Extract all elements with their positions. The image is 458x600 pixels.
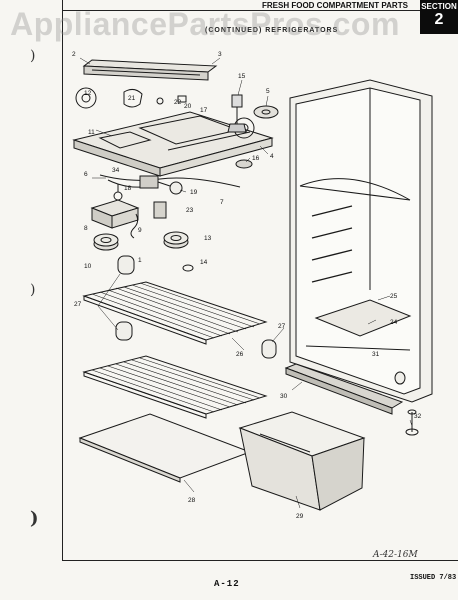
callout-label: 4 — [270, 153, 274, 160]
callout-label: 23 — [186, 207, 194, 214]
part-wire-harness — [99, 174, 241, 188]
callout-label: 31 — [372, 351, 380, 358]
callout-label: 9 — [138, 227, 142, 234]
part-lamp-socket — [75, 87, 187, 109]
callout-label: 17 — [200, 107, 208, 114]
callout-label: 6 — [84, 171, 88, 178]
callout-label: 3 — [218, 51, 222, 58]
callout-label: 27 — [74, 301, 82, 308]
part-shelf-support — [115, 255, 277, 359]
callout-label: 24 — [390, 319, 398, 326]
callout-label: 30 — [280, 393, 288, 400]
part-disc — [235, 159, 253, 169]
callout-label: 21 — [128, 95, 136, 102]
callout-label: 32 — [414, 413, 422, 420]
part-damper — [253, 105, 279, 119]
frame-top-line — [62, 10, 420, 11]
part-ring — [182, 264, 194, 272]
section-label: SECTION — [421, 2, 457, 11]
callout-label: 11 — [88, 129, 95, 136]
part-capillary — [130, 213, 139, 239]
callout-label: 8 — [84, 225, 88, 232]
part-leveling-foot — [405, 409, 419, 436]
callout-label: 18 — [124, 185, 132, 192]
leader-lines — [79, 57, 413, 509]
watermark: AppliancePartsPros.com — [10, 6, 400, 42]
part-top-trim — [82, 59, 218, 81]
part-thermostat-shaft — [227, 94, 247, 133]
callout-label: 34 — [112, 167, 120, 174]
part-wire-shelf-lower — [82, 355, 268, 419]
part-crisper-pan — [238, 411, 366, 511]
part-wire-shelf-upper — [82, 281, 268, 345]
part-control-knob-right — [163, 231, 189, 249]
drawing-code: A-42-16M — [373, 550, 418, 560]
part-relay — [153, 201, 167, 219]
part-light-switch — [139, 175, 183, 195]
callout-label: 7 — [220, 199, 224, 206]
part-thermostat-box — [90, 184, 140, 229]
part-cabinet — [289, 79, 433, 403]
callout-label: 10 — [84, 263, 92, 270]
frame-left-line — [62, 0, 63, 560]
callout-label: 2 — [72, 51, 76, 58]
part-crisper-cover — [78, 413, 252, 483]
part-control-housing — [72, 111, 274, 177]
callout-label: 5 — [266, 88, 270, 95]
part-roller — [394, 371, 406, 385]
callout-label: 12 — [84, 90, 92, 97]
frame-bottom-line — [62, 560, 458, 561]
callout-label: 27 — [278, 323, 286, 330]
callout-label: 19 — [190, 189, 198, 196]
callout-label: 25 — [390, 293, 398, 300]
callout-label: 20 — [184, 103, 192, 110]
section-badge: SECTION 2 — [420, 0, 458, 34]
callout-label: 22 — [174, 99, 182, 106]
page-number: A-12 — [214, 579, 240, 589]
callout-label: 29 — [296, 513, 304, 520]
page-subtitle: (CONTINUED) REFRIGERATORS — [205, 27, 339, 34]
callout-label: 14 — [200, 259, 208, 266]
callout-label: 16 — [252, 155, 260, 162]
part-bottom-grille — [284, 363, 404, 415]
callout-label: 1 — [138, 257, 142, 264]
section-number: 2 — [434, 11, 444, 28]
callout-label: 15 — [238, 73, 246, 80]
issued-date: ISSUED 7/83 — [410, 574, 457, 582]
part-control-knob-left — [93, 233, 119, 251]
page-title: FRESH FOOD COMPARTMENT PARTS — [262, 1, 408, 10]
callout-label: 28 — [188, 497, 196, 504]
callout-label: 13 — [204, 235, 212, 242]
binder-mark: ) — [30, 282, 36, 298]
binder-mark: ) — [30, 508, 39, 529]
callout-label: 26 — [236, 351, 244, 358]
binder-mark: ) — [30, 48, 36, 64]
